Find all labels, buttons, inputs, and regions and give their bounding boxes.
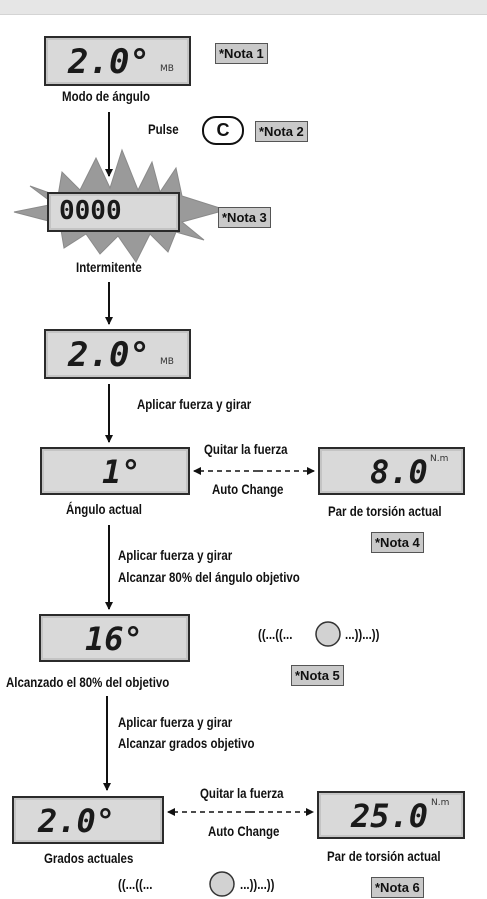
reach-80-label: Alcanzar 80% del ángulo objetivo — [118, 569, 300, 585]
remove-force-label-2: Quitar la fuerza — [200, 785, 284, 801]
lcd-current-torque: 8.0 N.m — [318, 447, 465, 495]
vibration-circle-2 — [209, 871, 235, 897]
vibration-text-1: ((...((... — [258, 626, 293, 642]
lcd-unit: MB — [160, 357, 174, 367]
vibration-circle-1 — [315, 621, 341, 647]
apply-force-label-2: Aplicar fuerza y girar — [118, 547, 233, 563]
lcd-unit: N.m — [430, 454, 449, 464]
current-degrees-label: Grados actuales — [44, 850, 134, 866]
reach-target-label: Alcanzar grados objetivo — [118, 735, 255, 751]
current-torque-label: Par de torsión actual — [328, 503, 442, 519]
auto-change-label: Auto Change — [212, 481, 284, 497]
angle-mode-label: Modo de ángulo — [62, 88, 151, 104]
note-2: *Nota 2 — [255, 121, 308, 142]
press-label: Pulse — [148, 121, 179, 137]
lcd-unit: MB — [160, 64, 174, 74]
note-6: *Nota 6 — [371, 877, 424, 898]
note-4: *Nota 4 — [371, 532, 424, 553]
apply-force-label-3: Aplicar fuerza y girar — [118, 714, 233, 730]
lcd-final-torque: 25.0 N.m — [317, 791, 465, 839]
lcd-unit: N.m — [431, 798, 450, 808]
lcd-current-degrees: 2.0° — [12, 796, 164, 844]
note-3: *Nota 3 — [218, 207, 271, 228]
lcd-value: 1° — [102, 453, 141, 491]
lcd-value: 16° — [85, 620, 143, 658]
lcd-value: 2.0° — [68, 42, 150, 82]
auto-change-label-2: Auto Change — [208, 823, 280, 839]
lcd-value: 2.0° — [68, 335, 150, 375]
remove-force-label: Quitar la fuerza — [204, 441, 288, 457]
vibration-text-2-end: ...))...)) — [240, 876, 275, 892]
lcd-value: 2.0° — [38, 802, 116, 840]
flashing-label: Intermitente — [76, 259, 142, 275]
top-bar — [0, 0, 487, 15]
note-1: *Nota 1 — [215, 43, 268, 64]
lcd-angle-mode: 2.0° MB — [44, 36, 191, 86]
lcd-flashing: 0000 — [47, 192, 180, 232]
vibration-text-1-end: ...))...)) — [345, 626, 380, 642]
lcd-value: 8.0 — [370, 453, 428, 491]
apply-force-label: Aplicar fuerza y girar — [137, 396, 252, 412]
note-5: *Nota 5 — [291, 665, 344, 686]
current-torque-label-2: Par de torsión actual — [327, 848, 441, 864]
lcd-80-reached: 16° — [39, 614, 190, 662]
reached-80-label: Alcanzado el 80% del objetivo — [6, 674, 170, 690]
lcd-value: 25.0 — [351, 797, 429, 835]
vibration-text-2: ((...((... — [118, 876, 153, 892]
lcd-angle-set: 2.0° MB — [44, 329, 191, 379]
lcd-current-angle: 1° — [40, 447, 190, 495]
lcd-value: 0000 — [59, 196, 122, 226]
current-angle-label: Ángulo actual — [66, 501, 142, 517]
c-button[interactable]: C — [202, 116, 244, 145]
